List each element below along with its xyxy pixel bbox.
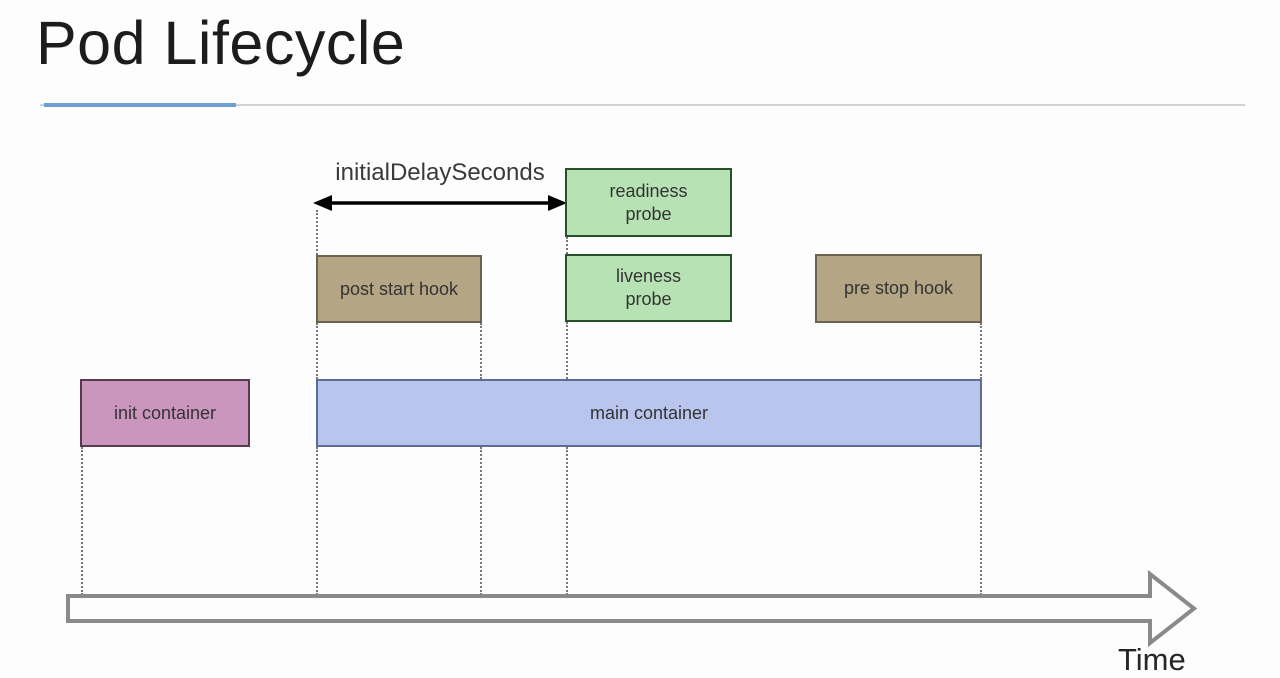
post-start-hook-box: post start hook bbox=[316, 255, 482, 323]
dotted-connector bbox=[81, 447, 83, 595]
time-axis-label: Time bbox=[1118, 642, 1186, 677]
timeline-arrow bbox=[66, 569, 1198, 648]
main-container-label: main container bbox=[589, 402, 709, 423]
post-start-hook-label: post start hook bbox=[339, 278, 459, 299]
main-container-box: main container bbox=[316, 379, 982, 447]
pre-stop-hook-box: pre stop hook bbox=[815, 254, 982, 323]
init-container-label: init container bbox=[113, 402, 217, 423]
dotted-connector bbox=[316, 323, 318, 379]
dotted-connector bbox=[980, 447, 982, 595]
dotted-connector bbox=[316, 447, 318, 595]
readiness-probe-label-line1: readiness bbox=[609, 180, 688, 201]
liveness-probe-label-line1: liveness bbox=[615, 266, 682, 286]
initial-delay-seconds-label: initialDelaySeconds bbox=[335, 159, 545, 186]
dotted-connector bbox=[480, 447, 482, 595]
liveness-probe-box: liveness probe bbox=[565, 254, 732, 322]
readiness-probe-box: readiness probe bbox=[565, 168, 732, 237]
double-headed-arrow bbox=[313, 195, 567, 211]
dotted-connector bbox=[980, 323, 982, 379]
readiness-probe-label-line2: probe bbox=[625, 203, 672, 224]
pre-stop-hook-label: pre stop hook bbox=[843, 278, 954, 298]
liveness-probe-label-line2: probe bbox=[625, 289, 672, 309]
dotted-connector bbox=[566, 237, 568, 254]
dotted-connector bbox=[316, 210, 318, 255]
dotted-connector bbox=[480, 323, 482, 379]
title-underline-accent bbox=[44, 103, 236, 107]
page-title: Pod Lifecycle bbox=[36, 9, 406, 77]
title-underline-gray bbox=[40, 104, 1245, 106]
dotted-connector bbox=[566, 447, 568, 595]
init-container-box: init container bbox=[80, 379, 250, 447]
dotted-connector bbox=[566, 322, 568, 379]
